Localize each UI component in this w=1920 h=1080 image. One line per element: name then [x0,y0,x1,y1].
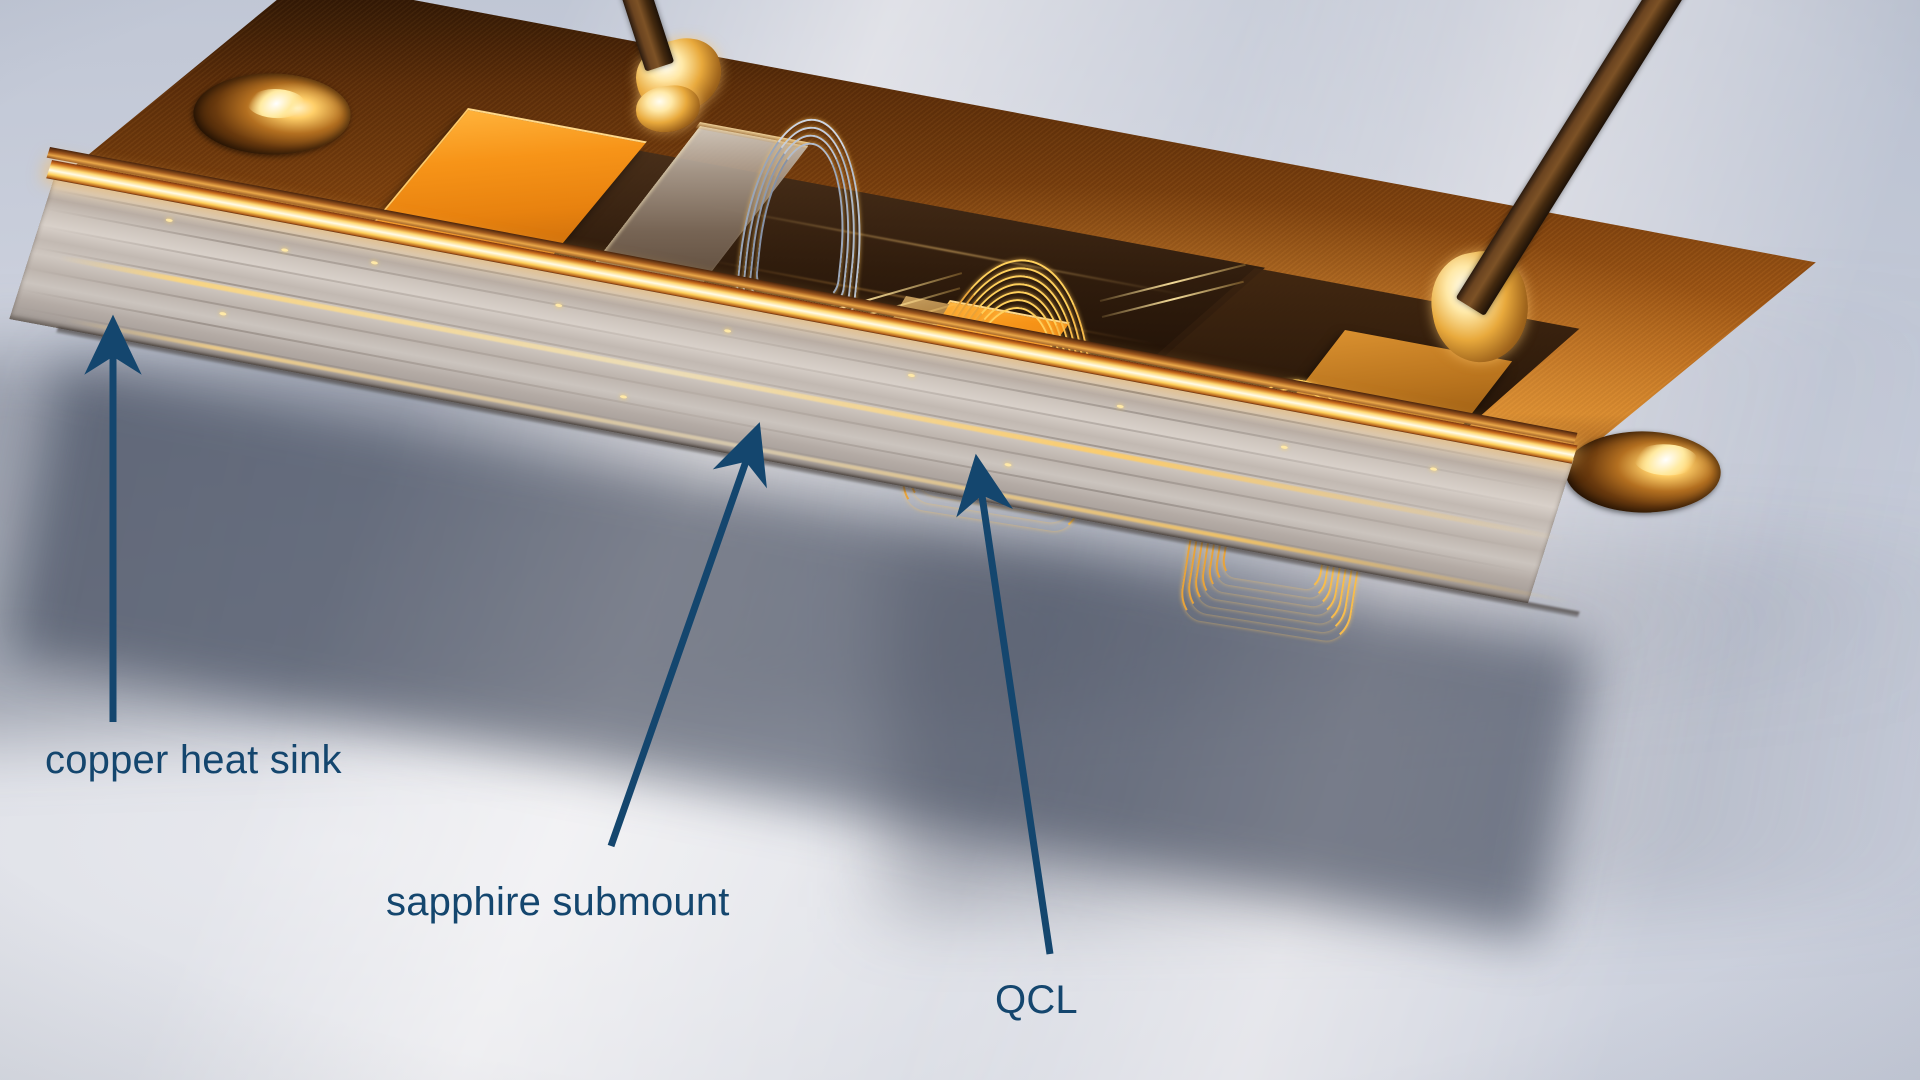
arrow-qcl [956,453,1054,955]
arrow-sapphire-submount [607,422,767,848]
label-sapphire-submount: sapphire submount [386,880,730,924]
label-copper-heat-sink: copper heat sink [45,738,342,782]
label-qcl: QCL [995,978,1078,1022]
